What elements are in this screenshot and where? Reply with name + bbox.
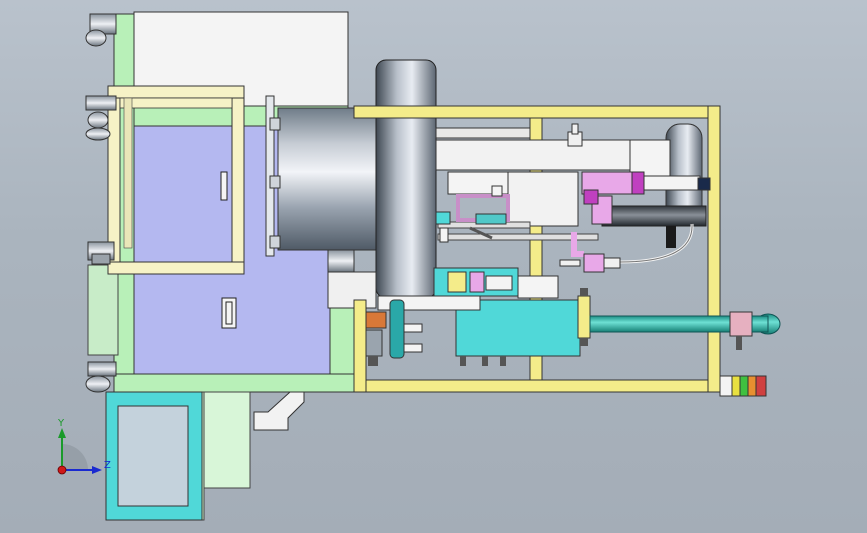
left-lower-green-block <box>87 264 119 356</box>
status-light-yellow <box>731 375 741 397</box>
lower-left-mechanism <box>365 299 423 366</box>
status-light-red <box>755 375 767 397</box>
cream-frame <box>107 85 245 275</box>
bottom-bracket <box>253 391 305 431</box>
green-frame-bottom-rail <box>113 373 355 393</box>
drum-support-column <box>327 249 355 273</box>
drum-flange <box>375 59 437 299</box>
dark-cylinder <box>601 205 707 227</box>
triad-z-label: Z <box>104 460 111 471</box>
status-light-orange <box>747 375 757 397</box>
triad-y-label: Y <box>57 418 65 429</box>
status-light-green <box>739 375 749 397</box>
cyan-machine-block <box>377 267 781 366</box>
interior-mechanism <box>435 123 711 273</box>
caster-upper <box>85 95 117 141</box>
bottom-light-green-block <box>199 391 251 489</box>
triad-shadow <box>62 444 88 470</box>
drum-assembly <box>265 59 437 309</box>
coordinate-triad: Y Z <box>57 418 111 475</box>
caster-bottom <box>85 361 117 393</box>
bottom-base-assembly <box>105 391 305 521</box>
caster-wheels <box>85 13 117 393</box>
caster-top <box>85 13 117 47</box>
caster-mid <box>87 241 115 265</box>
cyan-rod <box>589 315 731 333</box>
panel-handle-upper[interactable] <box>220 171 228 201</box>
triad-origin <box>57 465 67 475</box>
status-light-stack <box>719 375 767 397</box>
bottom-cyan-box-inner <box>117 405 189 507</box>
pink-pipe <box>571 232 584 257</box>
drum-body <box>277 107 379 251</box>
